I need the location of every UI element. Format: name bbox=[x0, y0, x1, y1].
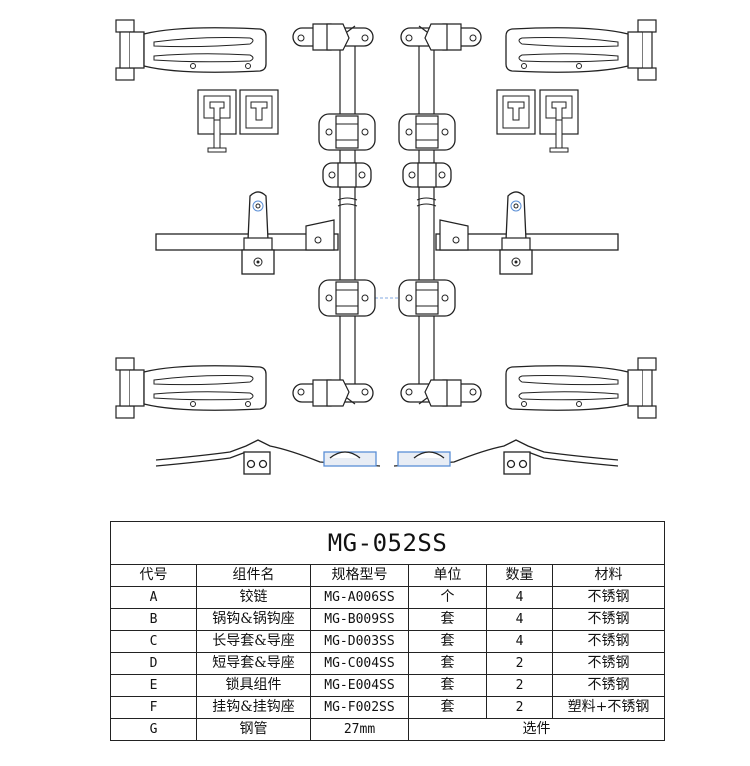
guide-long-bottom-left bbox=[318, 279, 376, 317]
cam-keeper-bottom-left bbox=[292, 379, 374, 407]
hinge-bottom-left bbox=[115, 357, 267, 419]
row-qty: 4 bbox=[486, 608, 553, 631]
row-unit: 套 bbox=[408, 652, 487, 675]
row-material: 不锈钢 bbox=[551, 586, 666, 609]
lock-handle-right bbox=[435, 191, 619, 275]
lock-rod-right bbox=[416, 39, 437, 396]
row-material: 不锈钢 bbox=[551, 630, 666, 653]
row-code: D bbox=[110, 652, 197, 675]
row-unit: 套 bbox=[408, 608, 487, 631]
table-header-row: 代号 组件名 规格型号 单位 数量 材料 bbox=[110, 564, 666, 587]
row-qty: 2 bbox=[486, 652, 553, 675]
handle-side-view bbox=[155, 439, 619, 475]
row-name: 挂钩&挂钩座 bbox=[196, 696, 311, 719]
row-unit: 套 bbox=[408, 696, 487, 719]
row-code: E bbox=[110, 674, 197, 697]
handle-keeper-right bbox=[496, 89, 536, 135]
row-name: 锁具组件 bbox=[196, 674, 311, 697]
row-model: 27mm bbox=[310, 718, 409, 741]
row-material: 不锈钢 bbox=[551, 652, 666, 675]
header-code: 代号 bbox=[110, 564, 197, 587]
row-name: 铰链 bbox=[196, 586, 311, 609]
row-qty: 2 bbox=[486, 696, 553, 719]
row-model: MG-D003SS bbox=[310, 630, 409, 653]
row-unit: 套 bbox=[408, 674, 487, 697]
guide-short-right bbox=[402, 162, 452, 188]
row-name: 锅钩&锅钩座 bbox=[196, 608, 311, 631]
cam-keeper-top-right bbox=[400, 23, 482, 51]
hinge-top-right bbox=[505, 19, 657, 81]
handle-keeper-left bbox=[239, 89, 279, 135]
container-door-lock-drawing bbox=[115, 19, 657, 475]
table-title: MG-052SS bbox=[109, 521, 666, 565]
row-model: MG-C004SS bbox=[310, 652, 409, 675]
row-model: MG-E004SS bbox=[310, 674, 409, 697]
row-code: F bbox=[110, 696, 197, 719]
table-row: E 锁具组件 MG-E004SS 套 2 不锈钢 bbox=[110, 674, 666, 697]
guide-long-bottom-right bbox=[398, 279, 456, 317]
handle-hook-left bbox=[197, 89, 237, 153]
spec-table: MG-052SS 代号 组件名 规格型号 单位 数量 材料 A 铰链 MG-A0… bbox=[109, 521, 666, 741]
row-name: 长导套&导座 bbox=[196, 630, 311, 653]
header-name: 组件名 bbox=[196, 564, 311, 587]
row-unit: 套 bbox=[408, 630, 487, 653]
header-model: 规格型号 bbox=[310, 564, 409, 587]
row-material: 不锈钢 bbox=[551, 674, 666, 697]
row-code: C bbox=[110, 630, 197, 653]
hinge-top-left bbox=[115, 19, 267, 81]
row-code: B bbox=[110, 608, 197, 631]
header-unit: 单位 bbox=[408, 564, 487, 587]
row-model: MG-A006SS bbox=[310, 586, 409, 609]
row-material: 塑料+不锈钢 bbox=[551, 696, 666, 719]
header-qty: 数量 bbox=[486, 564, 553, 587]
header-material: 材料 bbox=[551, 564, 666, 587]
row-unit: 个 bbox=[408, 586, 487, 609]
row-note: 选件 bbox=[407, 718, 666, 741]
cam-keeper-top-left bbox=[292, 23, 374, 51]
handle-hook-right bbox=[539, 89, 579, 153]
table-row: C 长导套&导座 MG-D003SS 套 4 不锈钢 bbox=[110, 630, 666, 653]
row-qty: 4 bbox=[486, 586, 553, 609]
row-model: MG-B009SS bbox=[310, 608, 409, 631]
row-code: A bbox=[110, 586, 197, 609]
row-code: G bbox=[110, 718, 197, 741]
row-name: 短导套&导座 bbox=[196, 652, 311, 675]
table-row: A 铰链 MG-A006SS 个 4 不锈钢 bbox=[110, 586, 666, 609]
row-material: 不锈钢 bbox=[551, 608, 666, 631]
row-qty: 4 bbox=[486, 630, 553, 653]
lock-rod-left bbox=[337, 39, 358, 396]
table-row: B 锅钩&锅钩座 MG-B009SS 套 4 不锈钢 bbox=[110, 608, 666, 631]
guide-short-left bbox=[322, 162, 372, 188]
hinge-bottom-right bbox=[505, 357, 657, 419]
table-row: F 挂钩&挂钩座 MG-F002SS 套 2 塑料+不锈钢 bbox=[110, 696, 666, 719]
guide-long-top-right bbox=[398, 113, 456, 151]
table-row: G 钢管 27mm 选件 bbox=[110, 718, 666, 741]
row-model: MG-F002SS bbox=[310, 696, 409, 719]
guide-long-top-left bbox=[318, 113, 376, 151]
row-name: 钢管 bbox=[196, 718, 311, 741]
row-qty: 2 bbox=[486, 674, 553, 697]
cam-keeper-bottom-right bbox=[400, 379, 482, 407]
table-row: D 短导套&导座 MG-C004SS 套 2 不锈钢 bbox=[110, 652, 666, 675]
lock-handle-left bbox=[155, 191, 339, 275]
